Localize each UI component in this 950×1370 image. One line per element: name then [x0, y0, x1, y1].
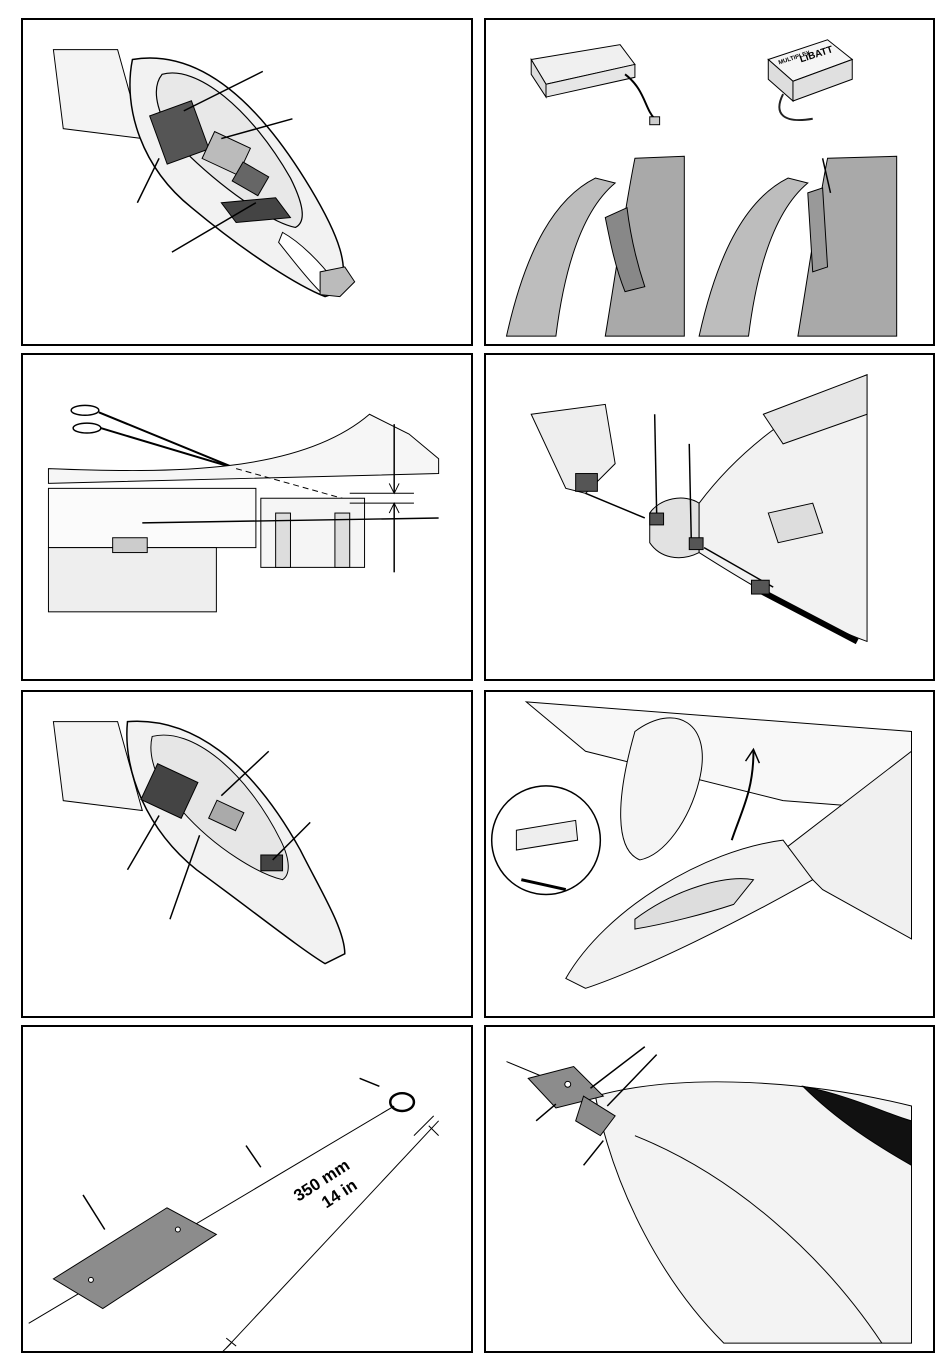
panel-nose-assembly: [484, 353, 935, 681]
lipo-battery-pack: MULTIPLEX LiBATT: [768, 40, 852, 120]
antenna-attach-illustration: [486, 1027, 933, 1351]
panel-rc-installation-top: [21, 18, 473, 346]
panel-servo-linkage: [21, 353, 473, 681]
battery-slot-left: [507, 156, 685, 336]
panel-antenna-attach: [484, 1025, 935, 1353]
scissors-icon: [71, 405, 236, 468]
canopy-fitting-illustration: [486, 692, 933, 1016]
panel-antenna-length: 350 mm 14 in: [21, 1025, 473, 1353]
servo-linkage-illustration: [23, 355, 471, 679]
nose-assembly-illustration: [486, 355, 933, 679]
fuselage-alt-illustration: [23, 692, 471, 1016]
battery-illustration: MULTIPLEX LiBATT: [486, 20, 933, 344]
nimh-battery-pack: [531, 45, 659, 125]
antenna-length-illustration: 350 mm 14 in: [23, 1027, 471, 1351]
panel-rc-installation-alt: [21, 690, 473, 1018]
antenna-ring: [390, 1093, 414, 1111]
adhesive-tape-patch: [53, 1208, 216, 1309]
panel-battery-options: MULTIPLEX LiBATT: [484, 18, 935, 346]
fuselage-rc-illustration: [23, 20, 471, 344]
panel-canopy-fitting: [484, 690, 935, 1018]
battery-slot-right: [699, 156, 897, 336]
